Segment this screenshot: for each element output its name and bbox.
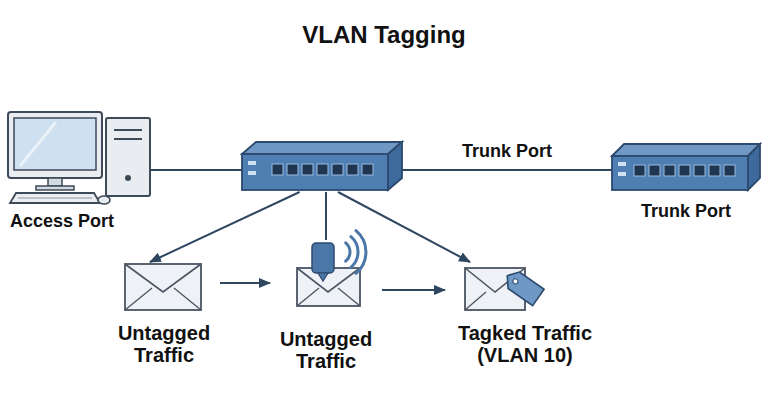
port (272, 164, 283, 175)
status-light (248, 161, 256, 165)
switch-side (748, 144, 760, 190)
switch-top (242, 142, 402, 154)
node-label: Access Port (6, 210, 118, 232)
monitor-neck (48, 178, 62, 186)
signal-arc (351, 237, 358, 268)
vlan-tag (502, 267, 545, 305)
device-node: Access Port (6, 110, 150, 232)
tower-case (106, 118, 150, 196)
device-node: Untagged Traffic (270, 240, 382, 372)
link-line (402, 169, 612, 171)
node-label: Untagged Traffic (108, 322, 220, 366)
drive-slot (114, 129, 142, 131)
port (317, 164, 328, 175)
node-label: Trunk Port (612, 200, 760, 222)
switch-side (388, 142, 402, 190)
envelope-icon (465, 267, 544, 310)
switch-front (242, 154, 388, 190)
switch-front (612, 156, 748, 190)
link-line (150, 169, 242, 171)
tagging-device (312, 243, 334, 273)
computer-icon (8, 112, 150, 204)
device-node: Trunk Port (612, 142, 760, 222)
monitor-screen (14, 118, 96, 170)
monitor-base (36, 186, 74, 190)
diagram-title: VLAN Tagging (0, 20, 768, 50)
tag-shape (502, 267, 545, 305)
key-row (18, 198, 92, 199)
port (679, 165, 690, 176)
node-label: Untagged Traffic (270, 328, 382, 372)
port (649, 165, 660, 176)
network-switch (242, 142, 402, 190)
port (709, 165, 720, 176)
tag-hole (512, 278, 519, 285)
link-line (220, 282, 270, 284)
port (634, 165, 645, 176)
device-pointer (318, 273, 328, 281)
device-node (242, 140, 402, 192)
envelope-flap (125, 264, 201, 292)
link-line (325, 192, 327, 240)
envelope-fold (465, 292, 486, 310)
envelope-fold (297, 288, 319, 306)
power-button (125, 175, 131, 181)
port (362, 164, 373, 175)
link-line (150, 192, 300, 262)
link-label: Trunk Port (462, 140, 552, 162)
port (347, 164, 358, 175)
keyboard (10, 193, 100, 203)
port (724, 165, 735, 176)
envelope-fold (174, 288, 201, 310)
envelope-fold (338, 288, 360, 306)
port (287, 164, 298, 175)
link-line (382, 289, 445, 291)
device-node: Tagked Traffic (VLAN 10) (445, 262, 605, 366)
status-light (618, 162, 626, 166)
port (332, 164, 343, 175)
envelope-icon (125, 264, 201, 310)
port (664, 165, 675, 176)
envelope-fold (125, 288, 152, 310)
envelope-icon (297, 231, 366, 306)
signal-arc (356, 231, 366, 274)
status-light (618, 172, 626, 176)
network-switch (612, 144, 760, 190)
device-node: Untagged Traffic (108, 262, 220, 366)
node-label: Tagked Traffic (VLAN 10) (445, 322, 605, 366)
port (302, 164, 313, 175)
status-light (248, 171, 256, 175)
envelope-body (125, 264, 201, 310)
drive-slot (114, 138, 142, 140)
port (694, 165, 705, 176)
switch-top (612, 144, 760, 156)
monitor-body (8, 112, 102, 178)
screen-glare (20, 122, 56, 166)
signal-arc (346, 243, 350, 261)
mouse (98, 196, 110, 204)
